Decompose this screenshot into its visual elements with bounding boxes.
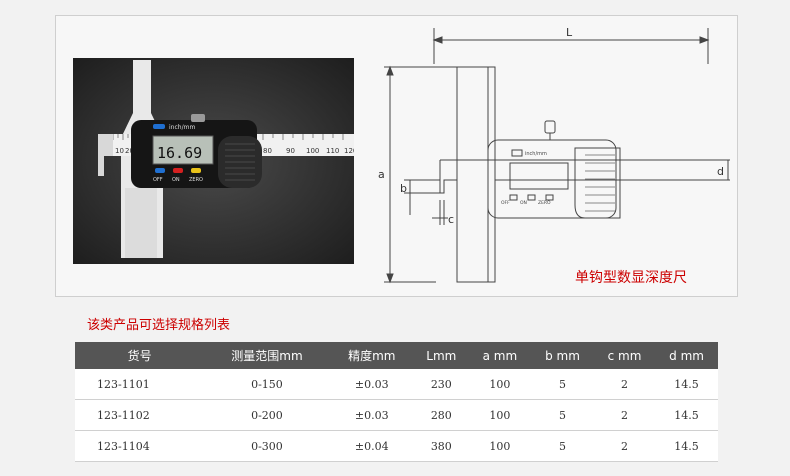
scale-number-90: 90 <box>286 147 295 155</box>
product-photo: 10 20 80 90 100 110 120 16.69 inch/mm OF… <box>73 58 354 264</box>
cell-a: 100 <box>468 399 532 431</box>
spec-list-title: 该类产品可选择规格列表 <box>87 318 231 333</box>
dim-label-L: L <box>566 26 573 39</box>
cell-b: 5 <box>531 369 594 400</box>
product-caption: 单钩型数显深度尺 <box>575 270 687 286</box>
cell-range: 0-300 <box>204 430 330 462</box>
drawing-zero-label: ZERO <box>538 200 551 206</box>
cell-item-no: 123-1101 <box>75 369 205 400</box>
dim-label-b: b <box>400 182 407 195</box>
scale-number-80: 80 <box>263 147 272 155</box>
cell-c: 2 <box>593 399 656 431</box>
header-a: a mm <box>482 348 518 363</box>
scale-number-20: 20 <box>125 147 134 155</box>
table-header-row: 货号 测量范围mm 精度mm Lmm a mm b mm c mm d mm <box>75 342 718 369</box>
cell-c: 2 <box>593 430 656 462</box>
on-label: ON <box>172 177 180 183</box>
caliper-photo-graphic: 10 20 80 90 100 110 120 16.69 inch/mm OF… <box>73 58 354 264</box>
scale-number-110: 110 <box>326 147 339 155</box>
cell-b: 5 <box>531 399 594 431</box>
header-item-no: 货号 <box>127 349 152 363</box>
cell-accuracy: ±0.03 <box>329 399 414 431</box>
on-button-icon <box>173 168 183 173</box>
cell-L: 380 <box>413 430 469 462</box>
header-accuracy: 精度mm <box>348 349 396 363</box>
off-label: OFF <box>153 177 163 183</box>
header-c: c mm <box>607 348 642 363</box>
cell-L: 230 <box>413 369 469 400</box>
scale-number-10: 10 <box>115 147 124 155</box>
drawing-on-label: ON <box>520 200 527 206</box>
cell-range: 0-200 <box>204 399 330 431</box>
off-button-icon <box>155 168 165 173</box>
drawing-off-label: OFF <box>501 200 510 206</box>
spec-table: 货号 测量范围mm 精度mm Lmm a mm b mm c mm d mm 1… <box>75 342 718 462</box>
scale-number-120: 120 <box>344 147 354 155</box>
drawing-unit-label: inch/mm <box>525 151 547 157</box>
scale-number-100: 100 <box>306 147 319 155</box>
technical-drawing: L a b c d inch/mm OFF ON ZERO <box>370 20 732 292</box>
dim-label-c: c <box>448 213 454 226</box>
unit-label: inch/mm <box>169 124 195 131</box>
header-range: 测量范围mm <box>231 349 303 363</box>
cell-accuracy: ±0.04 <box>329 430 414 462</box>
cell-L: 280 <box>413 399 469 431</box>
zero-button-icon <box>191 168 201 173</box>
cell-item-no: 123-1104 <box>75 430 205 462</box>
dim-label-a: a <box>378 168 385 181</box>
cell-c: 2 <box>593 369 656 400</box>
cell-a: 100 <box>468 430 532 462</box>
unit-button-icon <box>153 124 165 129</box>
table-row: 123-1104 0-300 ±0.04 380 100 5 2 14.5 <box>75 430 718 462</box>
cell-item-no: 123-1102 <box>75 399 205 431</box>
header-b: b mm <box>545 348 580 363</box>
table-row: 123-1101 0-150 ±0.03 230 100 5 2 14.5 <box>75 369 718 400</box>
dim-label-d: d <box>717 165 724 178</box>
table-row: 123-1102 0-200 ±0.03 280 100 5 2 14.5 <box>75 399 718 431</box>
lcd-reading: 16.69 <box>157 144 202 162</box>
cell-a: 100 <box>468 369 532 400</box>
header-L: Lmm <box>426 348 457 363</box>
zero-label: ZERO <box>189 177 203 183</box>
cell-b: 5 <box>531 430 594 462</box>
cell-accuracy: ±0.03 <box>329 369 414 400</box>
cell-d: 14.5 <box>655 369 718 400</box>
cell-d: 14.5 <box>655 399 718 431</box>
cell-d: 14.5 <box>655 430 718 462</box>
cell-range: 0-150 <box>204 369 330 400</box>
depth-gauge-diagram: L a b c d inch/mm OFF ON ZERO <box>378 26 732 284</box>
header-d: d mm <box>669 348 704 363</box>
